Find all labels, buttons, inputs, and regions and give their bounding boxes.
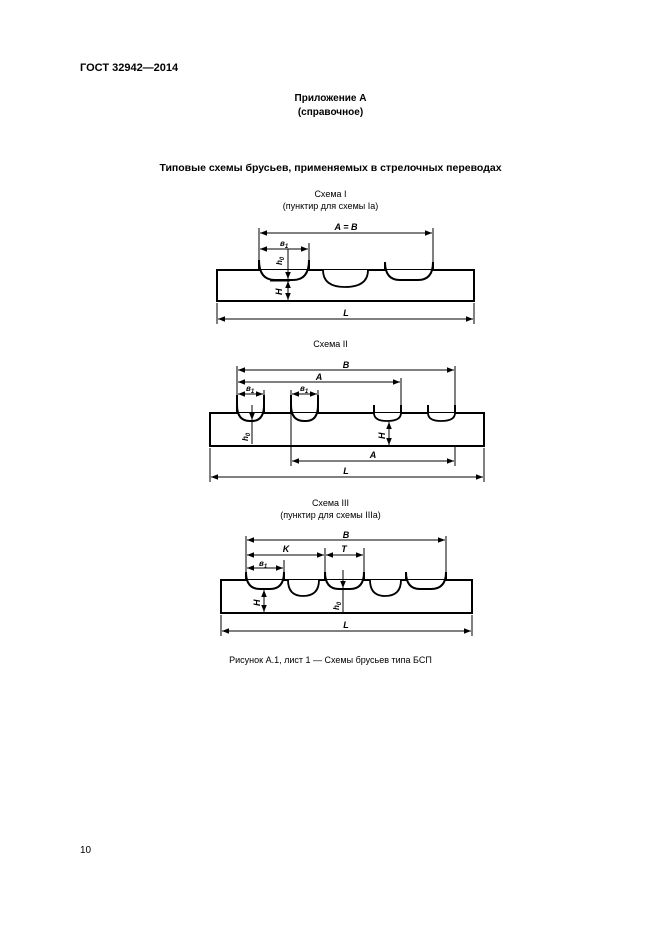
schema2-label-B: B (343, 360, 350, 370)
schema3-label-T: T (341, 544, 348, 554)
schema3-label-H: H (252, 599, 262, 606)
schema3-label-B: B (343, 530, 350, 540)
schema1-label-H: H (274, 288, 284, 295)
schema3-subtitle: (пунктир для схемы IIIа) (280, 510, 381, 520)
schema2-label-b1b: в1 (300, 384, 309, 395)
document-code: ГОСТ 32942—2014 (80, 62, 179, 74)
section-title: Типовые схемы брусьев, применяемых в стр… (159, 162, 502, 174)
schema2-label-b1a: в1 (246, 384, 255, 395)
schema1-label-b1: в1 (280, 239, 289, 250)
schema2-label-L: L (343, 466, 349, 476)
schema3-label-h0: h0 (332, 601, 343, 610)
schema1-label-ab: A = B (334, 222, 358, 232)
schema2-label-A-top: A (315, 372, 323, 382)
schema3-title: Схема III (311, 498, 350, 508)
schema2-label-A-bottom: A (369, 450, 377, 460)
schema1-subtitle: (пунктир для схемы Iа) (282, 201, 379, 211)
schema3-label-L: L (343, 620, 349, 630)
schema2-beam (209, 412, 485, 447)
schema3-label-b1: в1 (259, 559, 268, 570)
schema1-label-L: L (343, 308, 349, 318)
figure-caption: Рисунок А.1, лист 1 — Схемы брусьев типа… (229, 655, 432, 665)
appendix-title: Приложение А (294, 93, 367, 104)
schema1-label-h0: h0 (275, 256, 286, 265)
schema2-title: Схема II (313, 339, 348, 349)
schema3-label-K: K (283, 544, 291, 554)
schema2-label-H: H (377, 432, 387, 439)
page-number: 10 (80, 845, 92, 856)
schema1-title: Схема I (314, 189, 347, 199)
schema2-label-h0: h0 (241, 432, 252, 441)
appendix-subtitle: (справочное) (297, 107, 364, 118)
